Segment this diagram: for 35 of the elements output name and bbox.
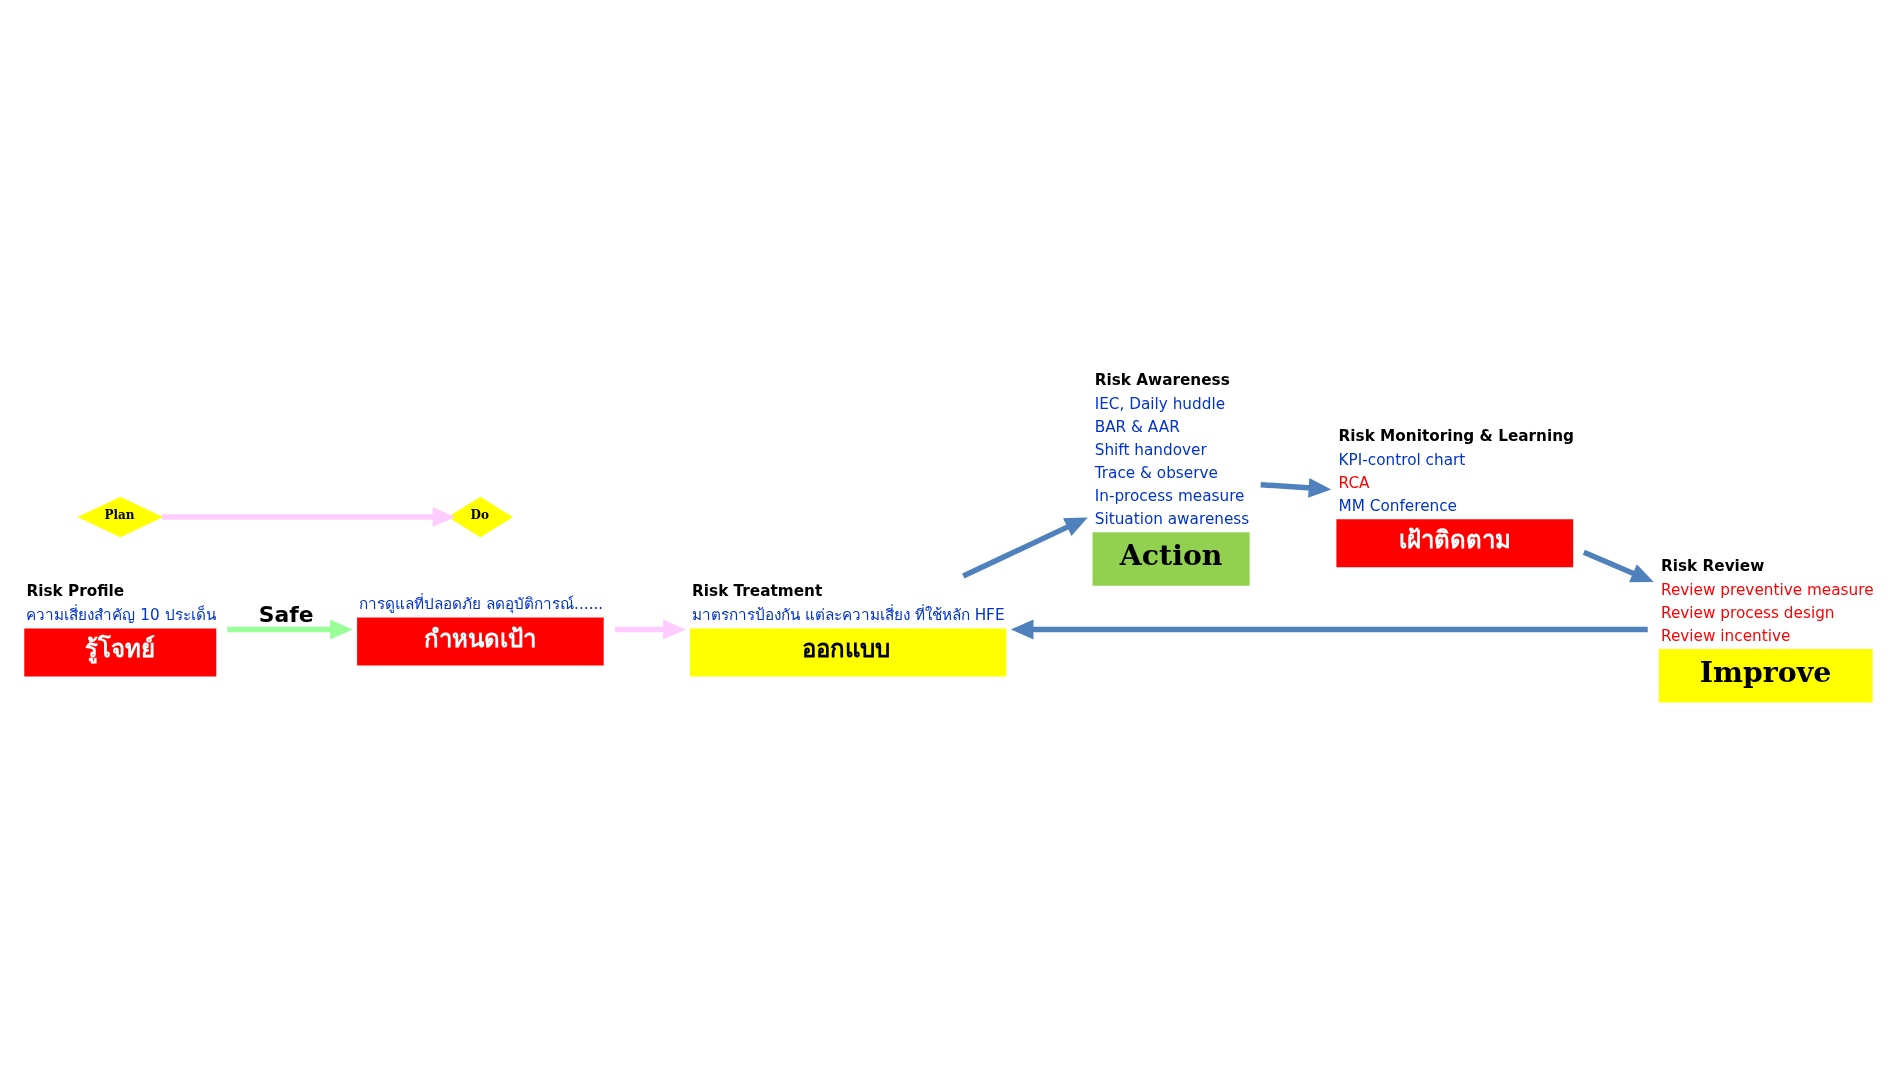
arrow: [961, 517, 1088, 579]
node-label: Risk Awareness: [1094, 371, 1230, 390]
node-label: Review incentive: [1660, 626, 1790, 645]
node-label: Trace & observe: [1094, 464, 1218, 483]
node-label: มาตรการป้องกัน แต่ละความเสี่ยง ที่ใช้หลัก HFE: [691, 605, 1005, 624]
node-box: Improve: [1658, 649, 1873, 703]
node-label: Risk Monitoring & Learning: [1338, 426, 1574, 445]
node-label: KPI-control chart: [1338, 450, 1465, 469]
edge-label: Safe: [258, 601, 314, 627]
node-box: ออกแบบ: [689, 628, 1006, 677]
node-label: การดูแลที่ปลอดภัย ลดอุบัติการณ์......: [358, 594, 603, 613]
arrow: [1582, 549, 1654, 583]
node-label: MM Conference: [1338, 496, 1457, 515]
node-label: In-process measure: [1094, 486, 1244, 505]
node-label: ความเสี่ยงสำคัญ 10 ประเด็น: [25, 605, 216, 624]
arrow: [1260, 478, 1331, 498]
node-label: IEC, Daily huddle: [1094, 395, 1225, 414]
node-label: Review process design: [1660, 603, 1835, 622]
node-label: Situation awareness: [1094, 509, 1249, 528]
node-label: Shift handover: [1094, 441, 1207, 460]
node-box: Action: [1092, 532, 1250, 586]
node-box: กำหนดเป้า: [356, 617, 604, 666]
node-label: Review preventive measure: [1660, 580, 1874, 599]
node-label: Risk Review: [1660, 556, 1764, 575]
node-diamond: Plan: [77, 496, 163, 538]
node-label: Risk Treatment: [691, 581, 822, 600]
node-label: Risk Profile: [25, 581, 124, 600]
arrow: [614, 619, 686, 640]
node-label: BAR & AAR: [1094, 418, 1180, 437]
node-box: เฝ้าติดตาม: [1335, 519, 1573, 568]
node-box: รู้โจทย์: [23, 628, 216, 677]
arrow: [226, 619, 353, 640]
node-label: RCA: [1338, 473, 1370, 492]
arrow: [161, 507, 455, 527]
arrow: [1010, 619, 1648, 640]
